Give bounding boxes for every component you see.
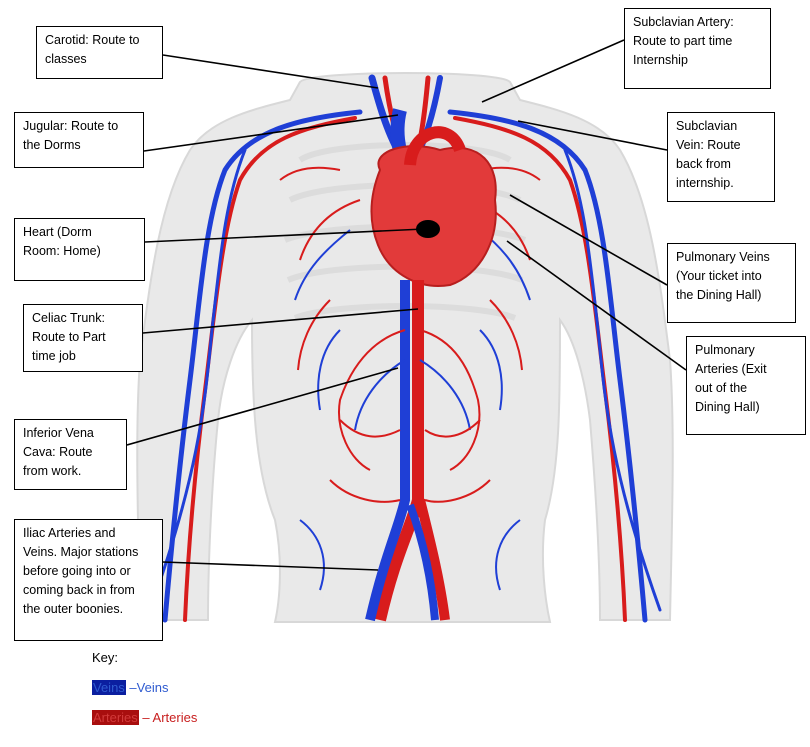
- arteries-key-text: – Arteries: [138, 710, 198, 725]
- inferior-vena-cava: [365, 280, 410, 622]
- key-veins: Veins –Veins: [92, 680, 168, 695]
- aortic-arch: [404, 126, 466, 166]
- veins-key-text: –Veins: [125, 680, 169, 695]
- veins-swatch: Veins: [92, 680, 126, 695]
- heart: [370, 145, 497, 287]
- carotid-label: Carotid: Route to classes: [36, 26, 163, 79]
- pulmonary-veins-label: Pulmonary Veins (Your ticket into the Di…: [667, 243, 796, 323]
- subclavian-artery-label: Subclavian Artery: Route to part time In…: [624, 8, 771, 89]
- key-title: Key:: [92, 650, 119, 665]
- inferior-vena-cava-label: Inferior Vena Cava: Route from work.: [14, 419, 127, 490]
- subclavian-vein-label: Subclavian Vein: Route back from interns…: [667, 112, 775, 202]
- abdominal-vessels: [299, 329, 521, 591]
- key-arteries: Arteries – Arteries: [92, 710, 197, 725]
- iliac-vein: [406, 503, 439, 621]
- heart-label: Heart (Dorm Room: Home): [14, 218, 145, 281]
- pulmonary-arteries-label: Pulmonary Arteries (Exit out of the Dini…: [686, 336, 806, 435]
- iliac-artery: [415, 498, 450, 621]
- celiac-trunk-label: Celiac Trunk: Route to Part time job: [23, 304, 143, 372]
- leader-lines: [126, 39, 687, 571]
- arteries-swatch: Arteries: [92, 710, 139, 725]
- heart-marker: [416, 220, 440, 238]
- iliac-label: Iliac Arteries and Veins. Major stations…: [14, 519, 163, 641]
- jugular-label: Jugular: Route to the Dorms: [14, 112, 144, 168]
- arm-vessels: [148, 109, 662, 623]
